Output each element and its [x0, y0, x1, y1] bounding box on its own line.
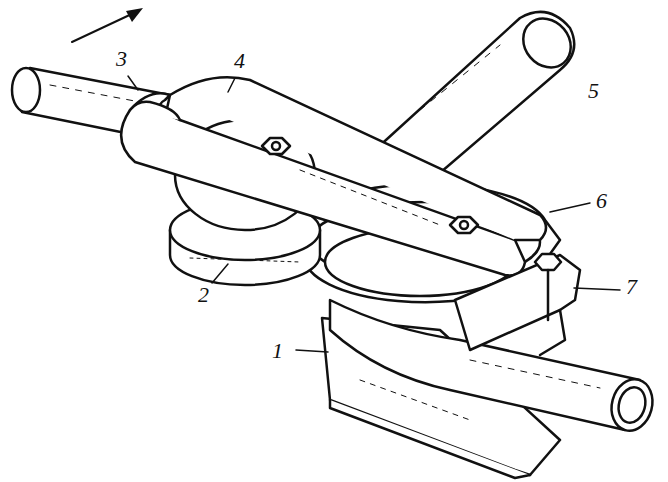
callout-number: 4: [232, 50, 247, 72]
callout-number: 5: [586, 80, 601, 102]
callout-number: 3: [114, 48, 129, 70]
callout-number: 6: [594, 190, 609, 212]
clamp: [455, 254, 580, 355]
bolt-heads: [262, 138, 478, 233]
strap: [121, 77, 546, 275]
callout-number: 7: [624, 276, 639, 298]
callout-number: 2: [196, 284, 211, 306]
direction-arrow: [72, 8, 143, 42]
leader-lines: [128, 76, 620, 352]
callout-number: 1: [270, 340, 285, 362]
